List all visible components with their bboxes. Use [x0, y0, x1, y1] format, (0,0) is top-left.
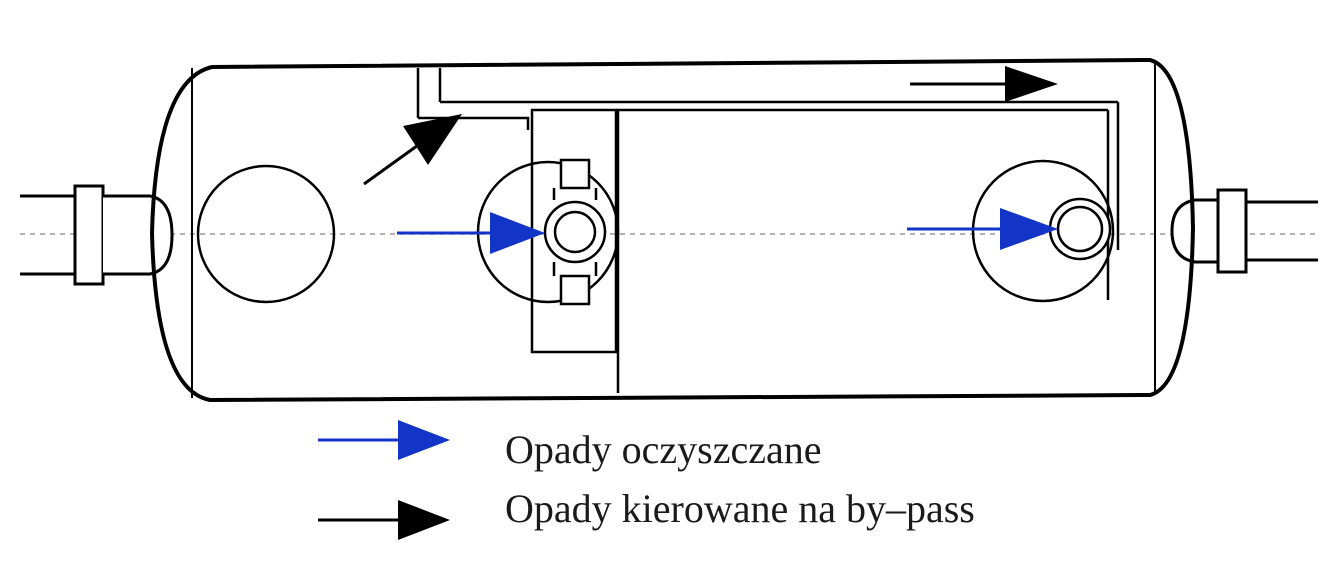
inlet-pipe: [20, 184, 174, 286]
legend-treated-label: Opady oczyszczane: [505, 427, 821, 472]
legend: Opady oczyszczane Opady kierowane na by–…: [318, 420, 975, 540]
treated-flow-arrow-1: [397, 212, 545, 254]
bypass-flow-arrow-in: [363, 114, 462, 186]
treated-flow-arrow-2: [907, 208, 1058, 250]
filter-unit: [543, 158, 607, 306]
legend-bypass-arrow: [318, 500, 450, 540]
outlet-chamber-circle: [971, 159, 1115, 303]
outlet-filter: [1048, 197, 1112, 261]
tank-body: [149, 57, 1196, 403]
outlet-pipe: [1170, 188, 1318, 274]
filter-top-block: [559, 158, 591, 190]
outlet-flange: [1216, 188, 1248, 274]
legend-bypass-label: Opady kierowane na by–pass: [505, 486, 975, 531]
inlet-manhole-circle: [196, 164, 336, 304]
legend-treated-arrow: [318, 420, 450, 460]
inlet-flange: [73, 184, 105, 286]
bypass-flow-arrow-out: [910, 66, 1058, 102]
filter-bottom-block: [559, 274, 591, 306]
